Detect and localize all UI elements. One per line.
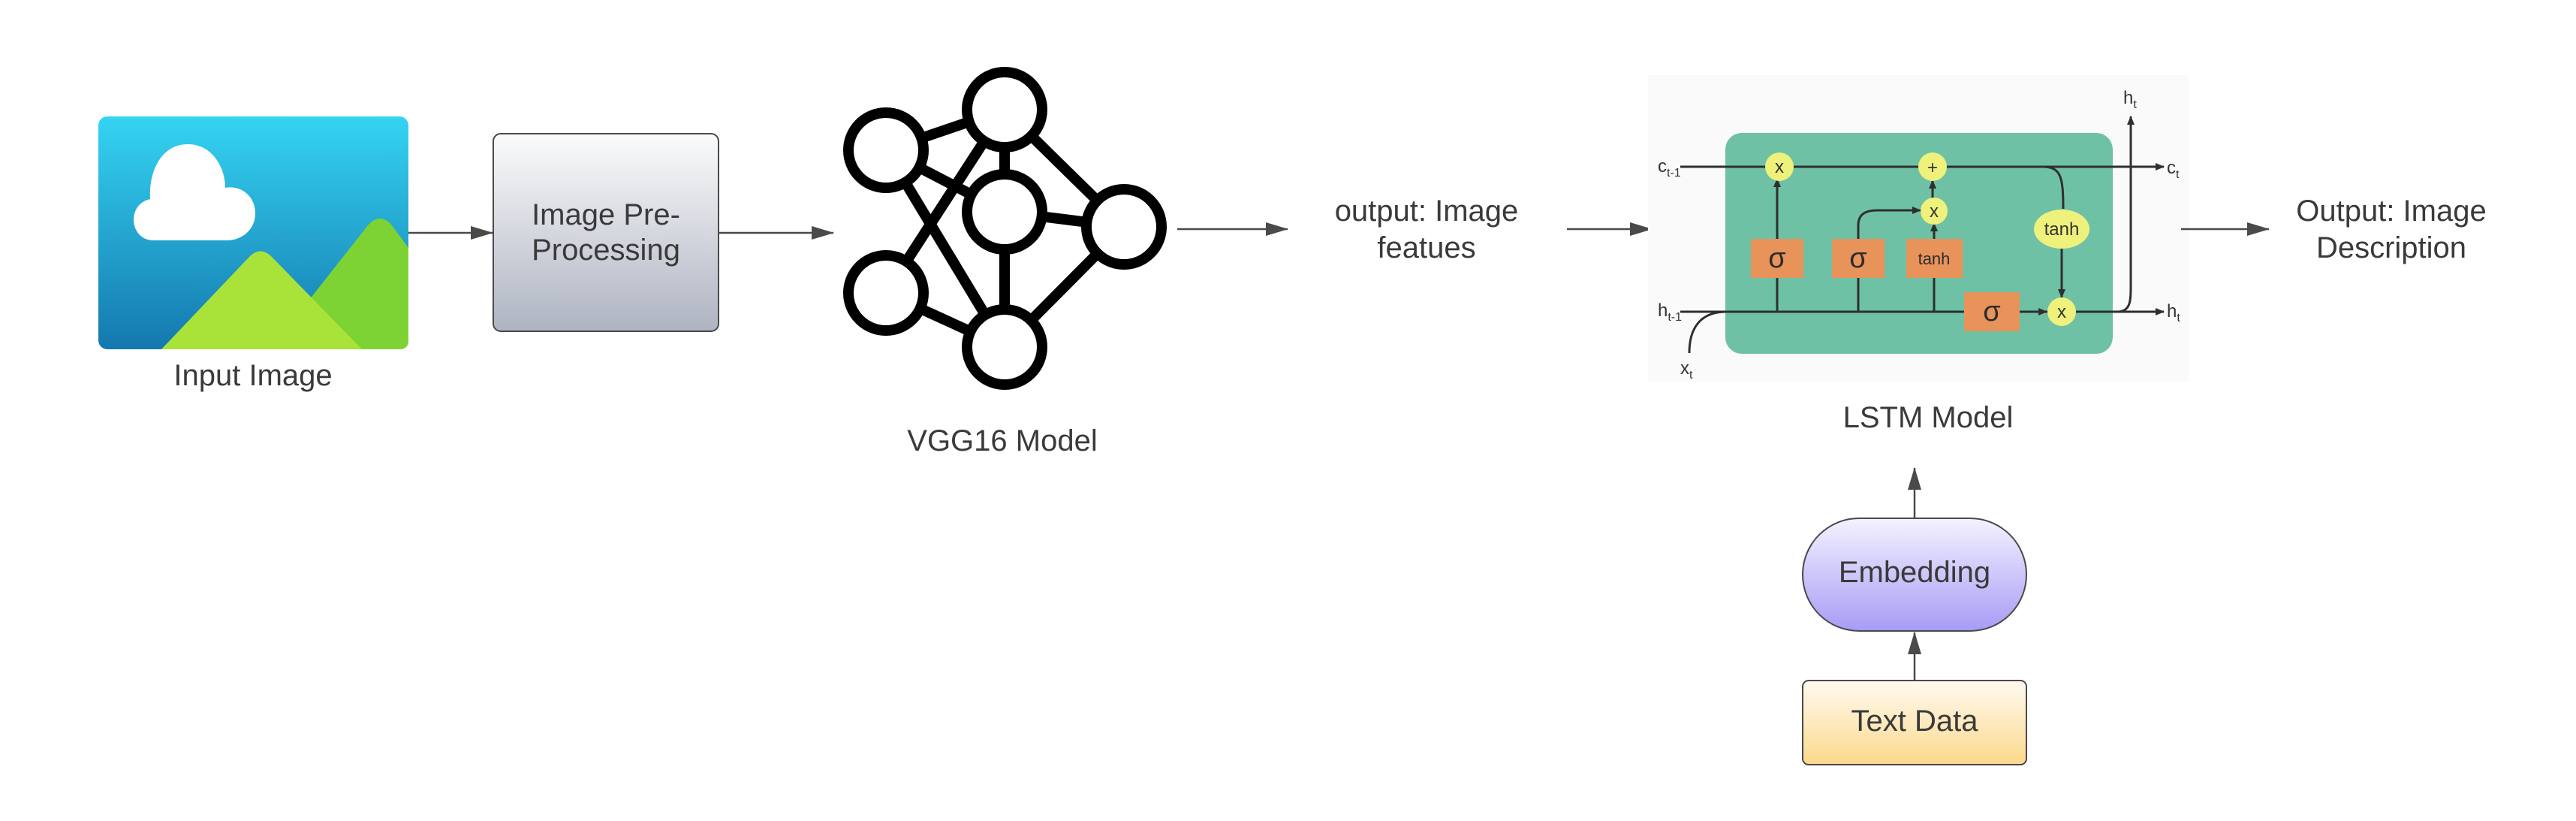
lstm-input-gate [1832, 239, 1885, 278]
lstm-input-multiply-label: x [1930, 201, 1939, 222]
features-label-line1: output: Image [1335, 195, 1519, 228]
lstm-output-multiply-label: x [2057, 302, 2066, 322]
lstm-input-multiply [1921, 198, 1948, 225]
lstm-connections [1680, 116, 2165, 354]
lstm-input-gate-label: σ [1849, 243, 1866, 274]
input-image-label: Input Image [173, 359, 332, 392]
preprocess-label-line2: Processing [532, 234, 680, 267]
lstm-output-multiply [2047, 297, 2076, 326]
lstm-add [1918, 152, 1947, 181]
preprocess-label-line1: Image Pre- [532, 198, 680, 231]
text-data-box [1802, 680, 2027, 765]
lstm-cell-tanh [2034, 210, 2089, 249]
lstm-forget-gate-label: σ [1768, 243, 1785, 274]
lstm-h-prev-label: ht-1 [1658, 300, 1682, 324]
lstm-candidate-gate-label: tanh [1918, 249, 1951, 268]
image-mountain-front [161, 251, 362, 349]
lstm-h-top-label: ht [2123, 88, 2137, 111]
lstm-c-prev-label: ct-1 [1658, 156, 1681, 180]
image-cloud [134, 144, 255, 240]
lstm-output-gate-label: σ [1983, 296, 2000, 327]
neural-network-icon [843, 67, 1167, 390]
image-icon [98, 116, 408, 349]
text-data-label: Text Data [1851, 705, 1979, 738]
lstm-forget-multiply-label: x [1775, 157, 1784, 177]
description-label-line1: Output: Image [2296, 195, 2486, 228]
lstm-forget-gate [1751, 239, 1803, 278]
lstm-x-in-label: xt [1680, 358, 1693, 382]
lstm-candidate-gate [1906, 239, 1963, 278]
vgg16-label: VGG16 Model [907, 424, 1097, 457]
lstm-cell-tanh-label: tanh [2044, 219, 2080, 240]
lstm-h-next-label: ht [2167, 301, 2180, 324]
features-label-line2: featues [1377, 231, 1475, 264]
lstm-forget-multiply [1765, 152, 1794, 181]
description-label-line2: Description [2316, 231, 2466, 264]
lstm-label: LSTM Model [1843, 401, 2014, 434]
embedding-label: Embedding [1839, 556, 1990, 589]
lstm-add-label: + [1927, 158, 1938, 178]
lstm-c-next-label: ct [2167, 158, 2180, 181]
lstm-cell: σ σ tanh σ x + x tanh x ct-1 ct ht-1 ht … [1648, 75, 2189, 382]
lstm-output-gate [1964, 292, 2020, 331]
embedding-box [1802, 518, 2027, 632]
preprocess-box [493, 133, 719, 332]
